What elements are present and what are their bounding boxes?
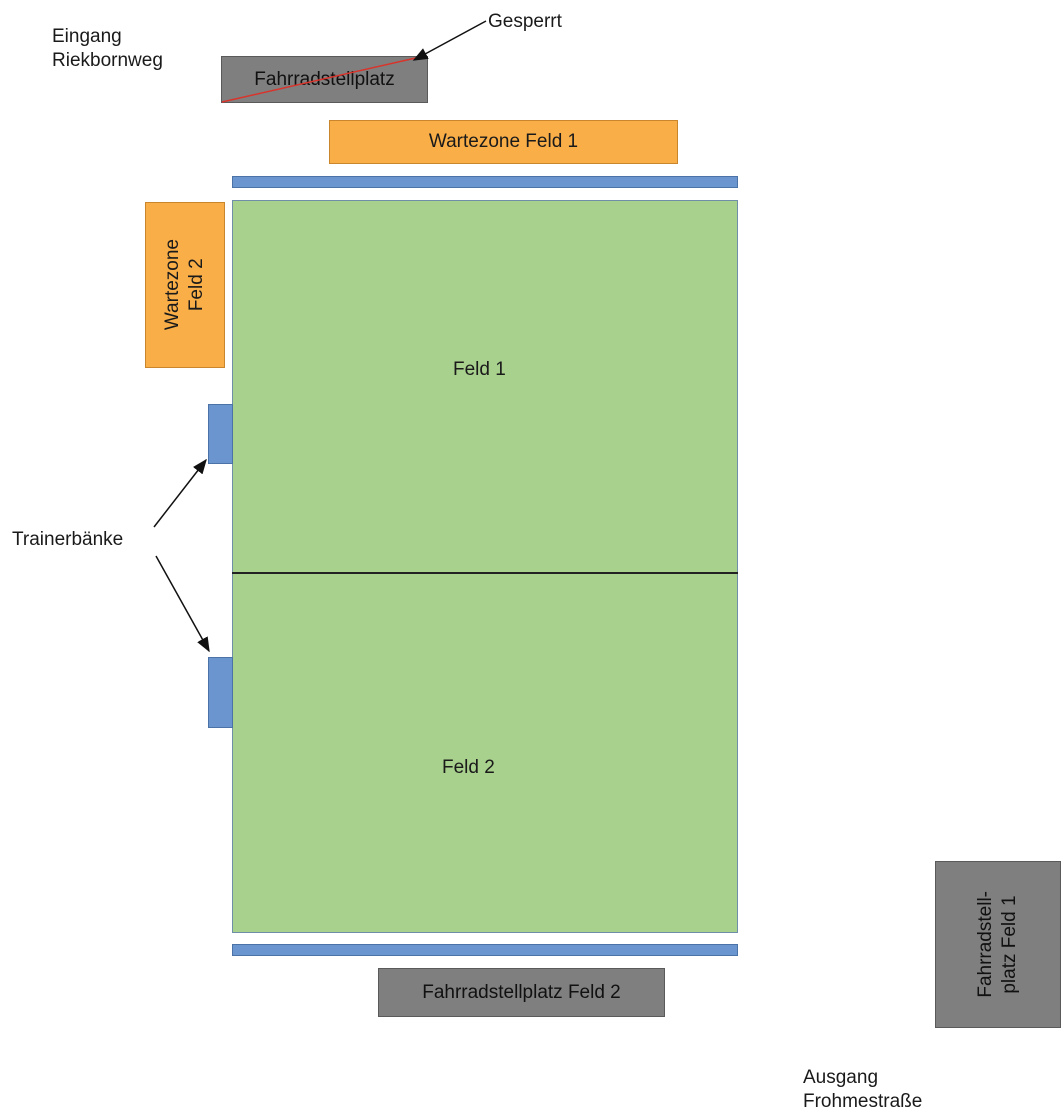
blocked-label: Gesperrt	[488, 11, 562, 32]
waiting-zone-field-2: Wartezone Feld 2	[145, 202, 225, 368]
field-1: Feld 1	[232, 200, 738, 573]
bike-parking-field-1-line-2: platz Feld 1	[999, 895, 1020, 994]
waiting-zone-field-2-line-2: Feld 2	[186, 258, 207, 312]
waiting-zone-field-2-text: Wartezone Feld 2	[161, 239, 209, 330]
blocked-arrow	[412, 20, 487, 61]
coach-benches-label: Trainerbänke	[12, 529, 124, 550]
bike-parking-field-2-label: Fahrradstellplatz Feld 2	[422, 981, 621, 1003]
bike-parking-top-label: Fahrradstellplatz	[254, 68, 395, 90]
bike-parking-field-2: Fahrradstellplatz Feld 2	[378, 968, 665, 1017]
top-edge-strip	[232, 176, 738, 188]
exit-line-2: Frohmestraße	[803, 1091, 923, 1112]
entrance-line-2: Riekbornweg	[52, 50, 163, 71]
field-2: Feld 2	[232, 572, 738, 933]
center-line	[232, 572, 738, 574]
bike-parking-top: Fahrradstellplatz	[221, 56, 428, 103]
coach-bench-field-2	[208, 657, 233, 728]
field-2-label: Feld 2	[442, 757, 495, 778]
entrance-label: Eingang Riekbornweg	[52, 25, 163, 73]
waiting-zone-field-2-line-1: Wartezone	[162, 239, 183, 331]
bike-parking-field-1: Fahrradstell- platz Feld 1	[935, 861, 1061, 1028]
waiting-zone-field-1-label: Wartezone Feld 1	[428, 131, 579, 152]
waiting-zone-field-1: Wartezone Feld 1	[329, 120, 678, 164]
bike-parking-field-1-text: Fahrradstell- platz Feld 1	[974, 891, 1022, 998]
bench-arrow-lower	[155, 555, 210, 653]
bike-parking-field-1-line-1: Fahrradstell-	[975, 891, 996, 998]
bench-arrow-upper	[153, 458, 207, 528]
exit-label: Ausgang Frohmestraße	[803, 1066, 922, 1114]
entrance-line-1: Eingang	[52, 26, 122, 47]
coach-bench-field-1	[208, 404, 233, 464]
bottom-edge-strip	[232, 944, 738, 956]
field-1-label: Feld 1	[453, 359, 506, 380]
exit-line-1: Ausgang	[803, 1067, 879, 1088]
